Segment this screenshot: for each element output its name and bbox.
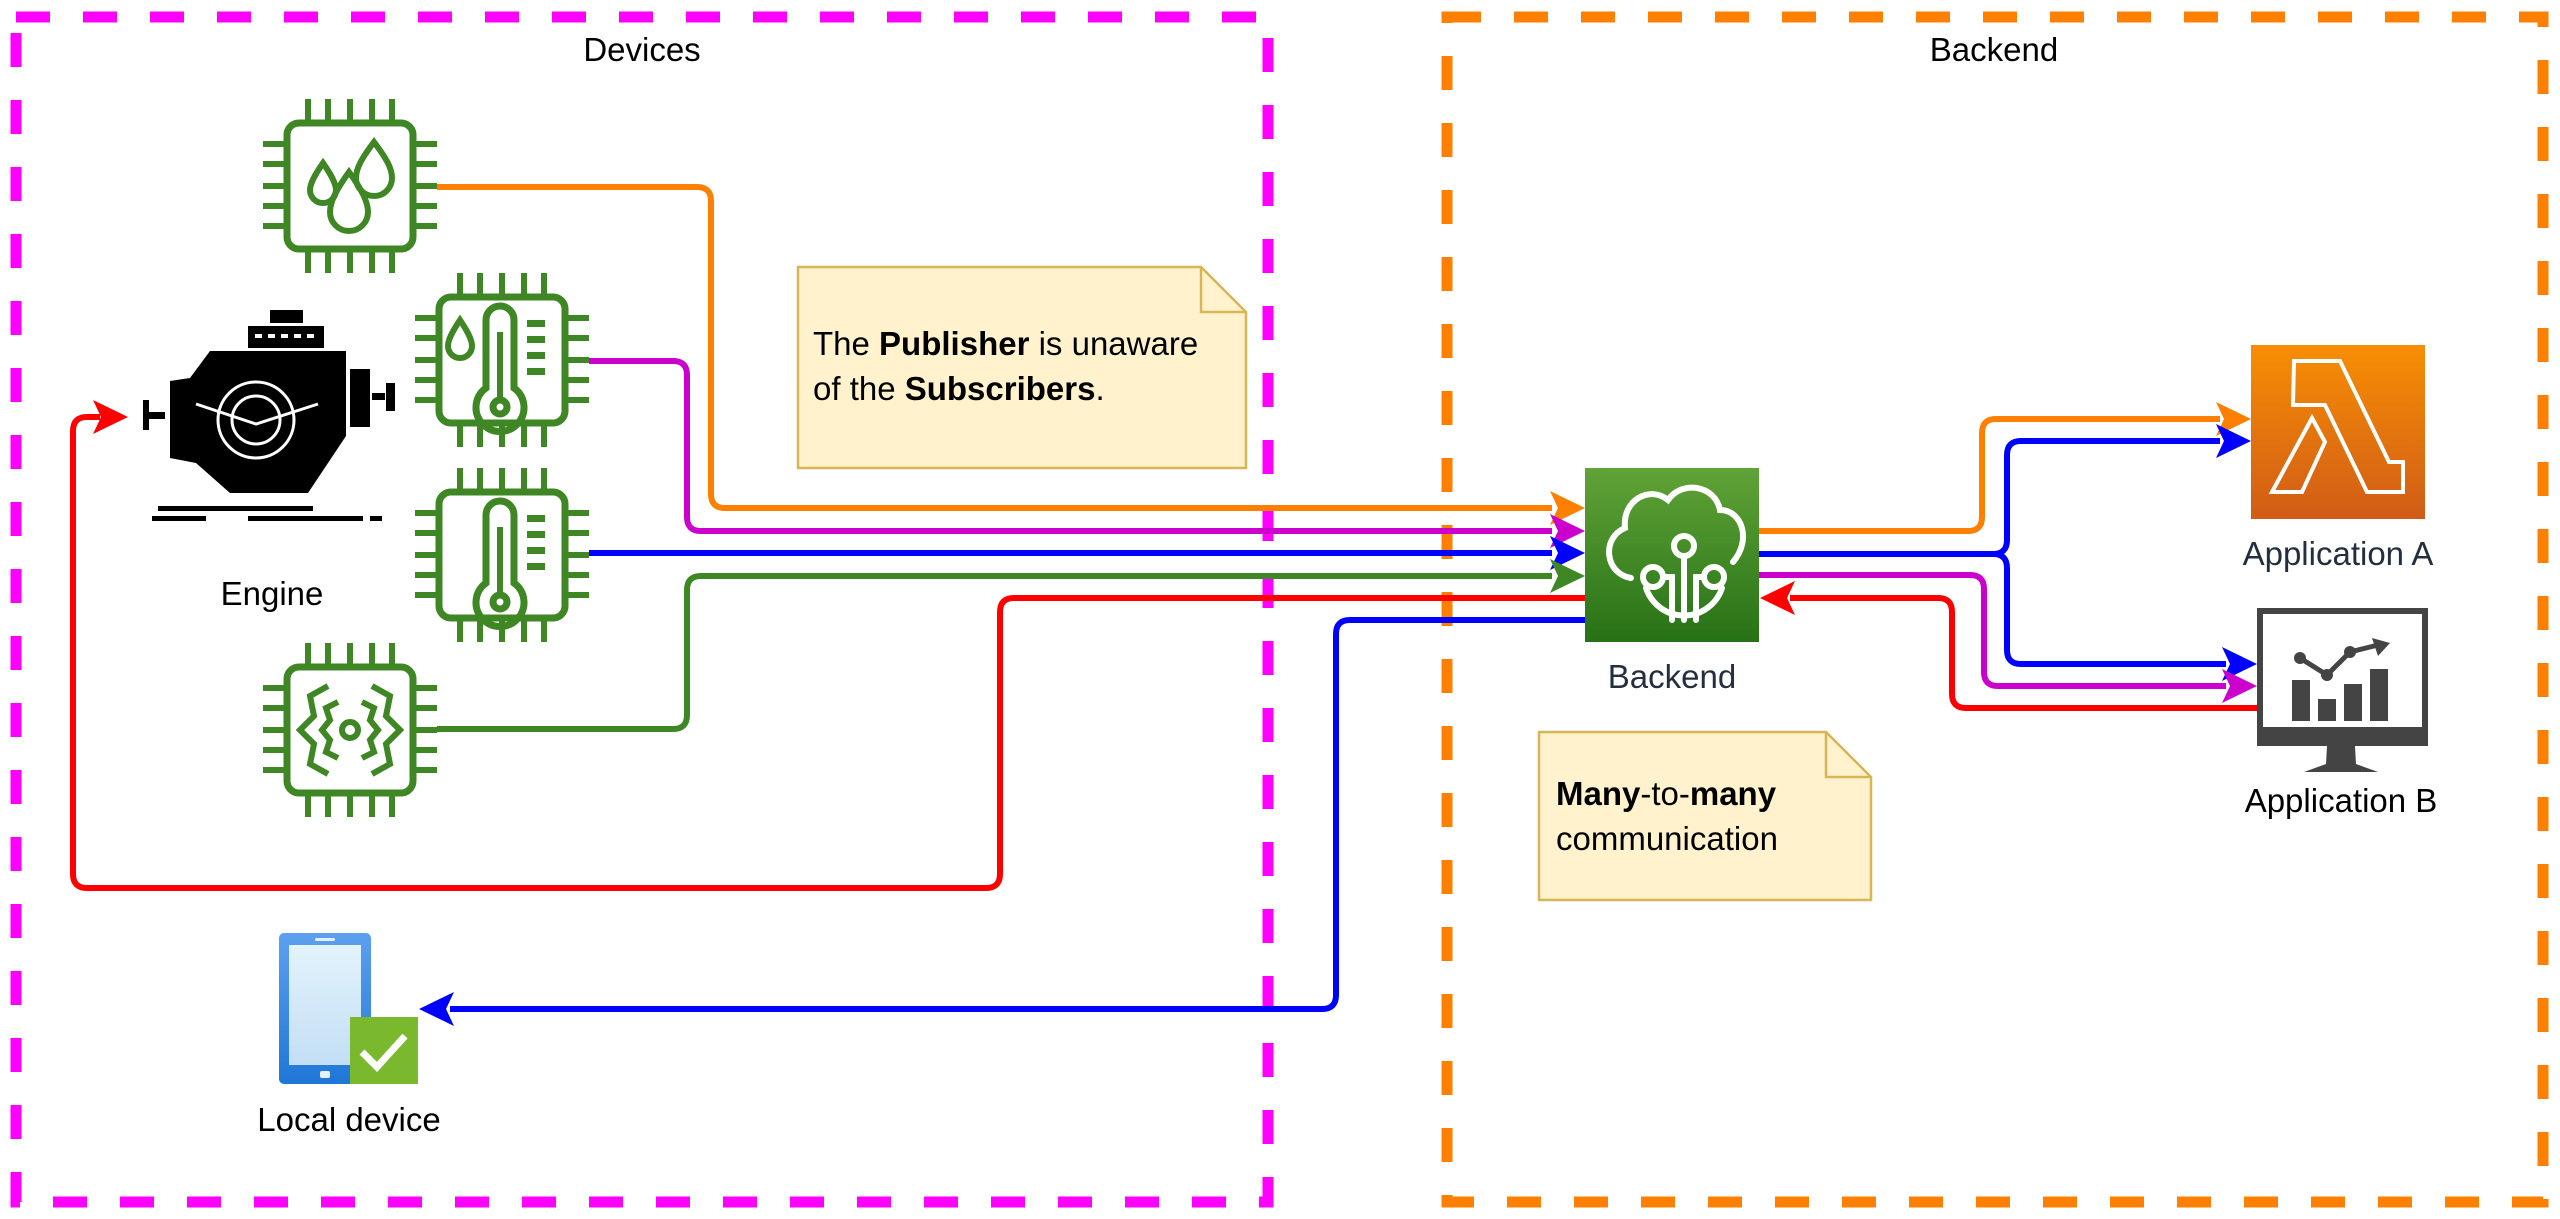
devices-group-label: Devices: [583, 31, 700, 68]
connector-backend-to-local-device[interactable]: [419, 617, 1585, 1026]
engine-node[interactable]: Engine: [143, 310, 395, 612]
vibration-icon: [295, 683, 405, 777]
application-a-node[interactable]: Application A: [2243, 345, 2434, 572]
connector-temp-to-backend[interactable]: [589, 536, 1585, 570]
local-device-node[interactable]: Local device: [257, 933, 441, 1138]
monitor-chart-icon: [2257, 608, 2428, 772]
note-many-line2: communication: [1556, 820, 1778, 857]
connector-app-b-to-backend[interactable]: [1760, 581, 2257, 711]
lambda-icon: [2268, 359, 2405, 494]
connector-backend-to-apps-blue[interactable]: [1759, 424, 2257, 681]
engine-icon: [143, 310, 395, 521]
backend-group-label: Backend: [1930, 31, 2058, 68]
devices-group-border: [10, 11, 1274, 1208]
engine-label: Engine: [221, 575, 324, 612]
note-publisher: The Publisher is unaware of the Subscrib…: [796, 265, 1248, 470]
application-b-node[interactable]: Application B: [2245, 608, 2438, 819]
note-many-line1: Many-to-many: [1556, 775, 1777, 812]
backend-group-border: [1441, 11, 2549, 1208]
note-many-to-many: Many-to-many communication: [1537, 730, 1873, 902]
note-publisher-line2: of the Subscribers.: [813, 370, 1105, 407]
iot-cloud-icon: [1606, 484, 1746, 623]
sensor-temperature[interactable]: [415, 468, 589, 642]
connector-vibration-to-backend[interactable]: [437, 559, 1585, 732]
sensor-vibration[interactable]: [263, 643, 437, 817]
note-publisher-line1: The Publisher is unaware: [813, 325, 1198, 362]
connector-humidity-to-backend[interactable]: [437, 184, 1585, 525]
local-device-label: Local device: [257, 1101, 440, 1138]
backend-label: Backend: [1608, 658, 1736, 695]
thermometer-icon: [476, 501, 545, 626]
backend-node[interactable]: Backend: [1585, 468, 1759, 695]
connector-backend-to-engine[interactable]: [70, 400, 1585, 891]
sensor-humidity-temperature[interactable]: [415, 273, 589, 447]
application-b-label: Application B: [2245, 782, 2438, 819]
connector-humidity-temp-to-backend[interactable]: [589, 358, 1585, 548]
connector-backend-to-app-a-orange[interactable]: [1759, 402, 2251, 534]
connector-backend-to-app-b-purple[interactable]: [1759, 572, 2257, 703]
water-drops-icon: [306, 136, 396, 234]
application-a-label: Application A: [2243, 535, 2434, 572]
sensor-humidity[interactable]: [263, 99, 437, 273]
humidity-thermometer-icon: [444, 306, 545, 431]
mobile-check-icon: [279, 933, 418, 1084]
